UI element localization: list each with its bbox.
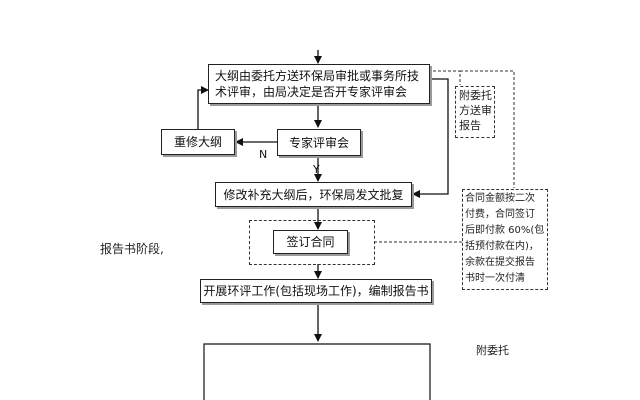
contract-dashed-frame [249,220,375,265]
revise-outline-box: 重修大纲 [161,129,235,155]
payment-terms-note-frame [462,189,548,290]
bottom-side-note: 附委托 [476,344,509,357]
dashed-link-right [460,70,515,188]
outline-review-box: 大纲由委托方送环保局审批或事务所技术评审，由局决定是否开专家评审会 [208,64,430,104]
expert-review-text: 专家评审会 [288,135,349,150]
sign-contract-text: 签订合同 [286,235,335,249]
revise-and-approve-text: 修改补充大纲后，环保局发文批复 [223,187,404,202]
sign-contract-box: 签订合同 [273,230,348,254]
carry-out-eia-text: 开展环评工作(包括现场工作)，编制报告书 [203,284,429,298]
edge-label-yes: Y [313,163,320,176]
payment-terms-note: 合同金额按二次 付费，合同签订 后即付款 60%(包 括预付款在内)， 余款在提… [465,193,545,284]
edge-label-no: N [259,148,268,161]
arrow-revise-loop [197,86,209,129]
outline-review-text: 大纲由委托方送环保局审批或事务所技术评审，由局决定是否开专家评审会 [215,69,420,99]
expert-review-box: 专家评审会 [277,129,361,156]
revise-and-approve-box: 修改补充大纲后，环保局发文批复 [215,182,412,207]
arrow-bypass [412,78,449,198]
submit-report-note-frame [455,86,495,138]
submit-report-note: 附委托 方送审 报告 [459,89,492,132]
carry-out-eia-box: 开展环评工作(包括现场工作)，编制报告书 [200,279,432,303]
revise-outline-text: 重修大纲 [173,135,222,149]
stage-label: 报告书阶段, [100,242,164,256]
bottom-box-edge [203,343,431,400]
